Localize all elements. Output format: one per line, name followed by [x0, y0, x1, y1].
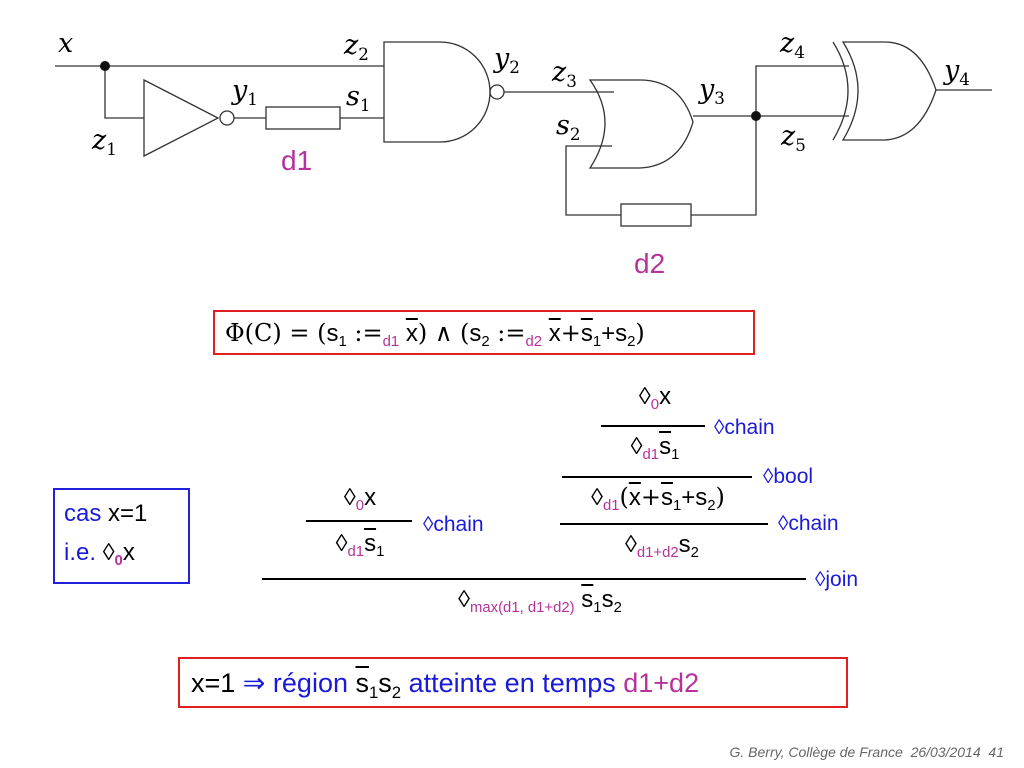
junction-dot-x: [100, 61, 110, 71]
label-y1: y1: [232, 75, 258, 109]
label-y3: y3: [699, 74, 725, 108]
footer-author: G. Berry, Collège de France: [729, 744, 903, 760]
wire-z4: [755, 65, 849, 116]
result-box: x=1 ⇒ région s1s2 atteinte en temps d1+d…: [178, 657, 848, 708]
proof-join-rule-line: [262, 578, 806, 580]
proof-right-rule3-line: [560, 523, 768, 525]
proof-join-rule-label: ◊join: [815, 568, 859, 591]
xor-gate: [841, 41, 937, 141]
inverter-bubble: [219, 110, 235, 126]
label-z5: z5: [781, 121, 806, 155]
footer-page-number: 41: [988, 744, 1004, 760]
proof-right-rule1-label: ◊chain: [714, 416, 775, 439]
or-gate: [588, 79, 694, 169]
proof-right-rule2-label: ◊bool: [763, 465, 814, 488]
proof-right-conclusion: ◊d1+d2s2: [625, 531, 699, 562]
footer-date: 26/03/2014: [910, 744, 981, 760]
and-gate: [383, 41, 491, 143]
wire-z1: [104, 66, 144, 119]
proof-right-rule1-line: [601, 425, 705, 427]
label-s1: s1: [346, 81, 371, 115]
delay-d1-label: d1: [281, 145, 313, 176]
delay-d1-box: [265, 106, 341, 130]
case-line-1: cas x=1: [64, 500, 148, 527]
xor-extra-arc: [832, 41, 849, 141]
inverter-gate: [143, 78, 220, 158]
label-z2: z2: [344, 30, 369, 64]
proof-right-premise: ◊0x: [638, 383, 672, 414]
junction-dot-y3: [751, 111, 761, 121]
label-s2: s2: [556, 110, 581, 144]
formula-box: Φ(C) = (s1 :=d1 x) ∧ (s2 :=d2 x+s1+s2): [213, 310, 755, 355]
proof-right-rule3-label: ◊chain: [778, 512, 839, 535]
case-line-2: i.e. ◊0x: [64, 539, 135, 570]
proof-final-conclusion: ◊max(d1, d1+d2) s1s2: [458, 586, 622, 617]
proof-right-step1: ◊d1s1: [630, 433, 680, 464]
proof-left-rule-line: [306, 520, 412, 522]
case-box: cas x=1 i.e. ◊0x: [53, 488, 190, 584]
footer: G. Berry, Collège de France 26/03/2014 4…: [730, 744, 1004, 760]
and-bubble: [489, 84, 505, 100]
label-x: x: [58, 28, 74, 59]
label-y4: y4: [944, 55, 970, 89]
proof-right-rule2-line: [562, 476, 752, 478]
proof-right-step2: ◊d1(x+s1+s2): [591, 483, 725, 515]
result-statement: x=1 ⇒ région s1s2 atteinte en temps d1+d…: [191, 668, 700, 702]
label-z3: z3: [552, 57, 577, 91]
proof-left-rule-label: ◊chain: [423, 513, 484, 536]
wire-s2: [565, 145, 621, 216]
delay-d2-label: d2: [634, 248, 666, 279]
label-z4: z4: [780, 28, 805, 62]
circuit-diagram: [55, 41, 992, 227]
label-y2: y2: [494, 43, 520, 77]
delay-d2-box: [620, 203, 692, 227]
proof-left-conclusion: ◊d1s1: [335, 530, 385, 561]
label-z1: z1: [92, 125, 117, 159]
formula: Φ(C) = (s1 :=d1 x) ∧ (s2 :=d2 x+s1+s2): [225, 319, 645, 351]
proof-left-premise: ◊0x: [343, 484, 377, 515]
